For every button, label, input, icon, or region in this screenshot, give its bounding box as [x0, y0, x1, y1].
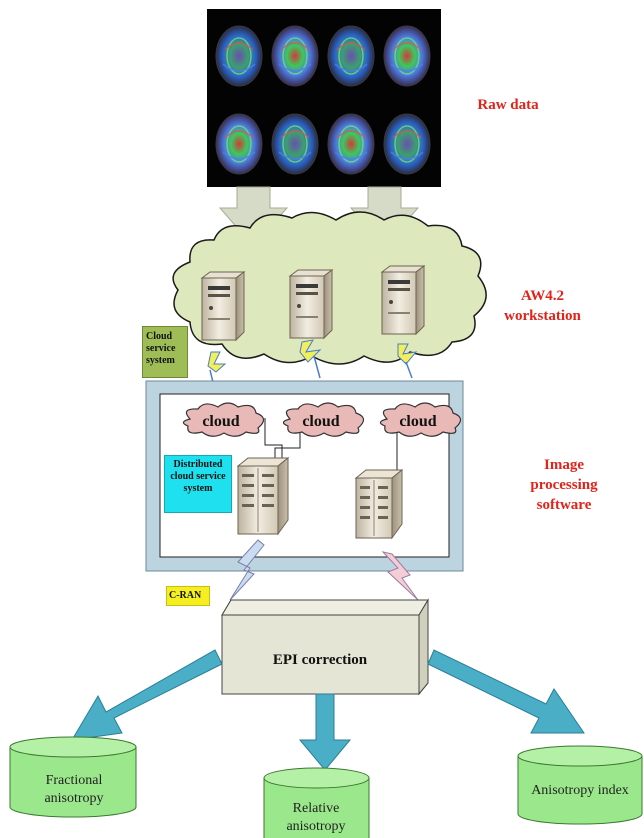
brain-scan-icon	[327, 25, 375, 87]
cran-note-label: C-RAN	[169, 590, 202, 601]
cloud-service-note-label: Cloud service system	[146, 331, 176, 366]
lightning-link-icon-2	[299, 339, 322, 363]
brain-scan-icon	[215, 113, 263, 175]
server-tower-icon-1	[200, 271, 246, 342]
cloud-node-2: cloud	[282, 402, 365, 437]
raw-data-image	[207, 9, 441, 187]
output-label-2: Relative anisotropy	[286, 801, 346, 834]
cran-note: C-RAN	[166, 586, 210, 606]
lightning-link-icon-3	[397, 343, 418, 365]
output-label-3: Anisotropy index	[531, 783, 629, 798]
distributed-service-note: Distributed cloud service system	[164, 455, 232, 513]
distributed-service-note-label: Distributed cloud service system	[170, 459, 226, 494]
brain-scan-icon	[271, 113, 319, 175]
cloud-node-1: cloud	[182, 402, 265, 437]
cloud-node-label: cloud	[202, 413, 239, 430]
raw-data-label: Raw data	[477, 97, 539, 113]
brain-scan-icon	[215, 25, 263, 87]
database-cylinder-icon-3	[517, 745, 643, 825]
server-rack-icon-1	[236, 456, 290, 536]
database-cylinder-icon-1	[9, 736, 137, 818]
server-tower-icon-2	[288, 269, 334, 340]
epi-correction-box: EPI correction	[221, 598, 429, 696]
output-arrow-right	[427, 649, 585, 734]
brain-scan-icon	[383, 25, 431, 87]
cloud-node-3: cloud	[379, 402, 462, 437]
server-tower-icon-3	[380, 265, 426, 336]
cloud-service-note: Cloud service system	[142, 326, 188, 378]
epi-correction-label: EPI correction	[273, 652, 368, 668]
lightning-link-icon-1	[207, 351, 227, 373]
brain-scan-icon	[327, 113, 375, 175]
cloud-node-label: cloud	[399, 413, 436, 430]
workstation-label: AW4.2 workstation	[504, 288, 581, 324]
brain-scan-icon	[271, 25, 319, 87]
output-arrow-center	[298, 693, 352, 771]
output-arrow-left	[71, 649, 223, 741]
lightning-link-icon-4	[229, 539, 265, 601]
lightning-link-icon-5	[381, 551, 419, 601]
database-cylinder-icon-2	[263, 767, 370, 838]
software-label: Image processing software	[530, 457, 598, 513]
server-rack-icon-2	[354, 468, 404, 540]
cloud-node-label: cloud	[302, 413, 339, 430]
brain-scan-icon	[383, 113, 431, 175]
output-label-1: Fractional anisotropy	[44, 773, 104, 806]
